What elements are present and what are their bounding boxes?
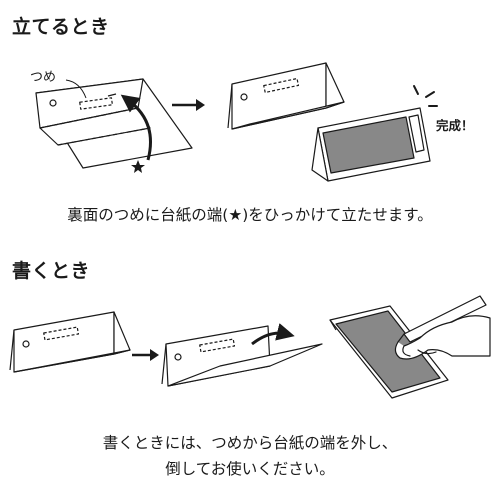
sparkle-lines-icon — [413, 85, 438, 107]
caption-write-line1: 書くときには、つめから台紙の端を外し、 — [102, 434, 398, 452]
done-label: 完成！ — [436, 118, 474, 133]
stand-step1-flat-card — [35, 78, 193, 169]
tab-leader-line — [65, 79, 87, 99]
caption-write-line2: 倒してお使いください。 — [165, 460, 335, 478]
section-title-stand: 立てるとき — [12, 16, 110, 38]
curved-arrow-icon — [120, 94, 152, 161]
caption-stand: 裏面のつめに台紙の端(★)をひっかけて立たせます。 — [67, 206, 433, 224]
caption-write: 書くときには、つめから台紙の端を外し、 倒してお使いください。 — [0, 430, 500, 482]
star-icon — [131, 160, 145, 173]
write-step2-unhooked — [161, 325, 323, 387]
section-title-write: 書くとき — [12, 260, 91, 282]
tab-label: つめ — [30, 70, 56, 85]
curved-arrow-icon — [251, 323, 295, 346]
write-step1-tent — [9, 311, 131, 373]
stand-step2-tent — [227, 62, 345, 130]
right-arrow-icon — [132, 349, 159, 361]
write-step3-flat-calendar — [329, 305, 449, 399]
stand-step3-finished-calendar — [311, 107, 431, 182]
hand-with-pen-illustration — [394, 295, 491, 360]
right-arrow-icon — [172, 99, 205, 111]
